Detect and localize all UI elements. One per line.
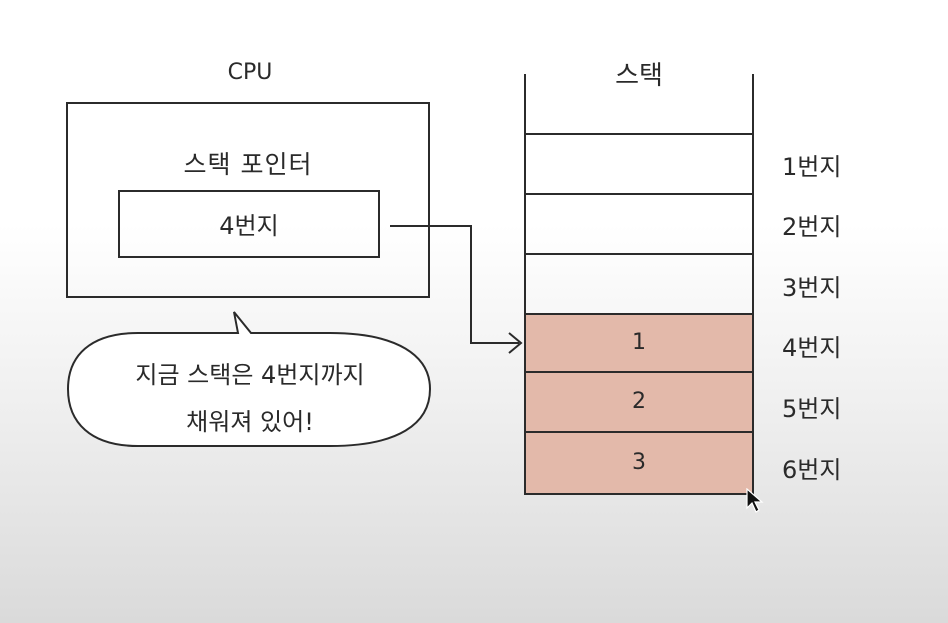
stack-slot-value-4: 1 [632,330,646,355]
stack-pointer-label: 스택 포인터 [183,150,313,179]
stack-title: 스택 [615,61,663,91]
speech-bubble [66,311,432,447]
stack-pointer-box [118,190,380,258]
cpu-box [66,102,430,298]
stack-slot-4-fill [526,314,752,372]
speech-bubble-line-1: 지금 스택은 4번지까지 [135,361,365,389]
stack-pointer-value: 4번지 [219,212,279,240]
cpu-title: CPU [227,60,273,85]
mouse-cursor-icon [746,488,764,513]
stack-slot-value-5: 2 [632,389,646,414]
stack-slot-5-fill [526,372,752,432]
stack-address-2: 2번지 [782,213,842,241]
stack-address-4: 4번지 [782,334,842,362]
stack-address-5: 5번지 [782,395,842,423]
stack-address-3: 3번지 [782,274,842,302]
pointer-arrow-head [508,332,523,354]
pointer-arrow-line [390,225,519,344]
stack-slot-value-6: 3 [632,450,646,475]
stack-address-6: 6번지 [782,456,842,484]
speech-bubble-line-2: 채워져 있어! [186,408,314,436]
stack-slot-6-fill [526,432,752,494]
stack-address-1: 1번지 [782,153,842,181]
